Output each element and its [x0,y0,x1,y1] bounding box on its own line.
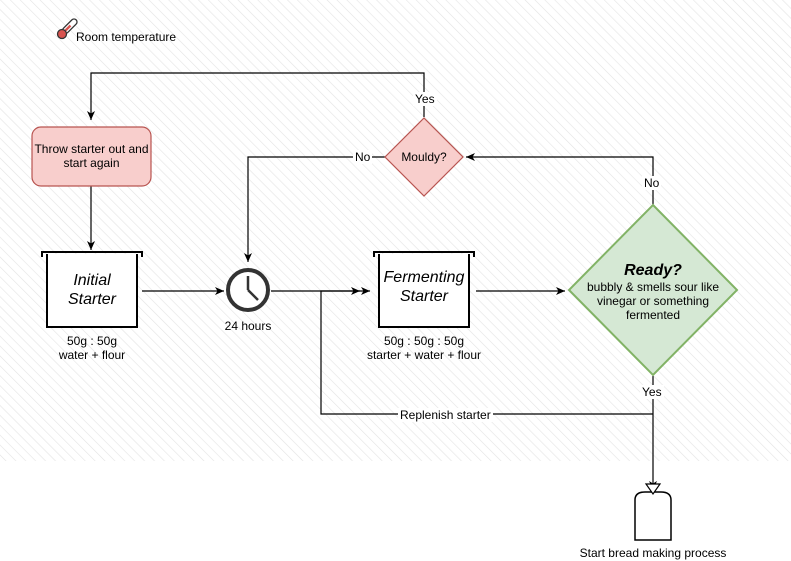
edge-label-replenish: Replenish starter [398,408,493,422]
room-temperature-label: Room temperature [76,30,177,44]
edge-label-mouldy-no: No [353,150,373,164]
fermenting-starter-ingredients: starter + water + flour [366,348,482,362]
throw-out-line1: Throw starter out and [34,142,149,156]
fermenting-starter-ratio: 50g : 50g : 50g [383,334,465,348]
ready-line2: vinegar or something [596,294,710,308]
fermenting-starter-caption: 50g : 50g : 50g starter + water + flour [354,334,494,362]
initial-starter-line1: Initial [73,272,111,289]
fermenting-starter-title: Fermenting Starter [374,268,474,306]
initial-starter-container [41,251,143,328]
edge-label-ready-no: No [642,176,662,190]
ready-line3: fermented [625,308,681,322]
throw-out-label: Throw starter out and start again [32,142,151,170]
ready-line1: bubbly & smells sour like [586,280,720,294]
initial-starter-title: Initial Starter [47,271,137,309]
initial-starter-ratio: 50g : 50g [66,334,118,348]
edge-label-ready-yes: Yes [640,385,664,399]
edge-mouldy-no-to-timer [244,156,385,262]
ready-diamond [567,203,739,377]
mouldy-diamond [384,117,464,197]
fermenting-starter-line2: Starter [399,288,448,305]
throw-out-line2: start again [63,156,120,170]
ready-description: bubbly & smells sour like vinegar or som… [580,280,726,322]
fermenting-starter-line1: Fermenting [383,269,465,286]
mouldy-label: Mouldy? [401,150,447,164]
ready-title: Ready? [624,262,682,279]
edge-label-mouldy-yes: Yes [413,92,437,106]
thermometer-icon [56,18,78,40]
throw-out-box [31,126,152,187]
bread-label: Start bread making process [579,546,727,560]
initial-starter-ingredients: water + flour [58,348,126,362]
initial-starter-caption: 50g : 50g water + flour [42,334,142,362]
clock-icon [226,268,270,312]
bread-jar-icon [634,483,672,541]
timer-label: 24 hours [224,319,272,333]
fermenting-starter-container [373,251,475,328]
initial-starter-line2: Starter [67,291,116,308]
